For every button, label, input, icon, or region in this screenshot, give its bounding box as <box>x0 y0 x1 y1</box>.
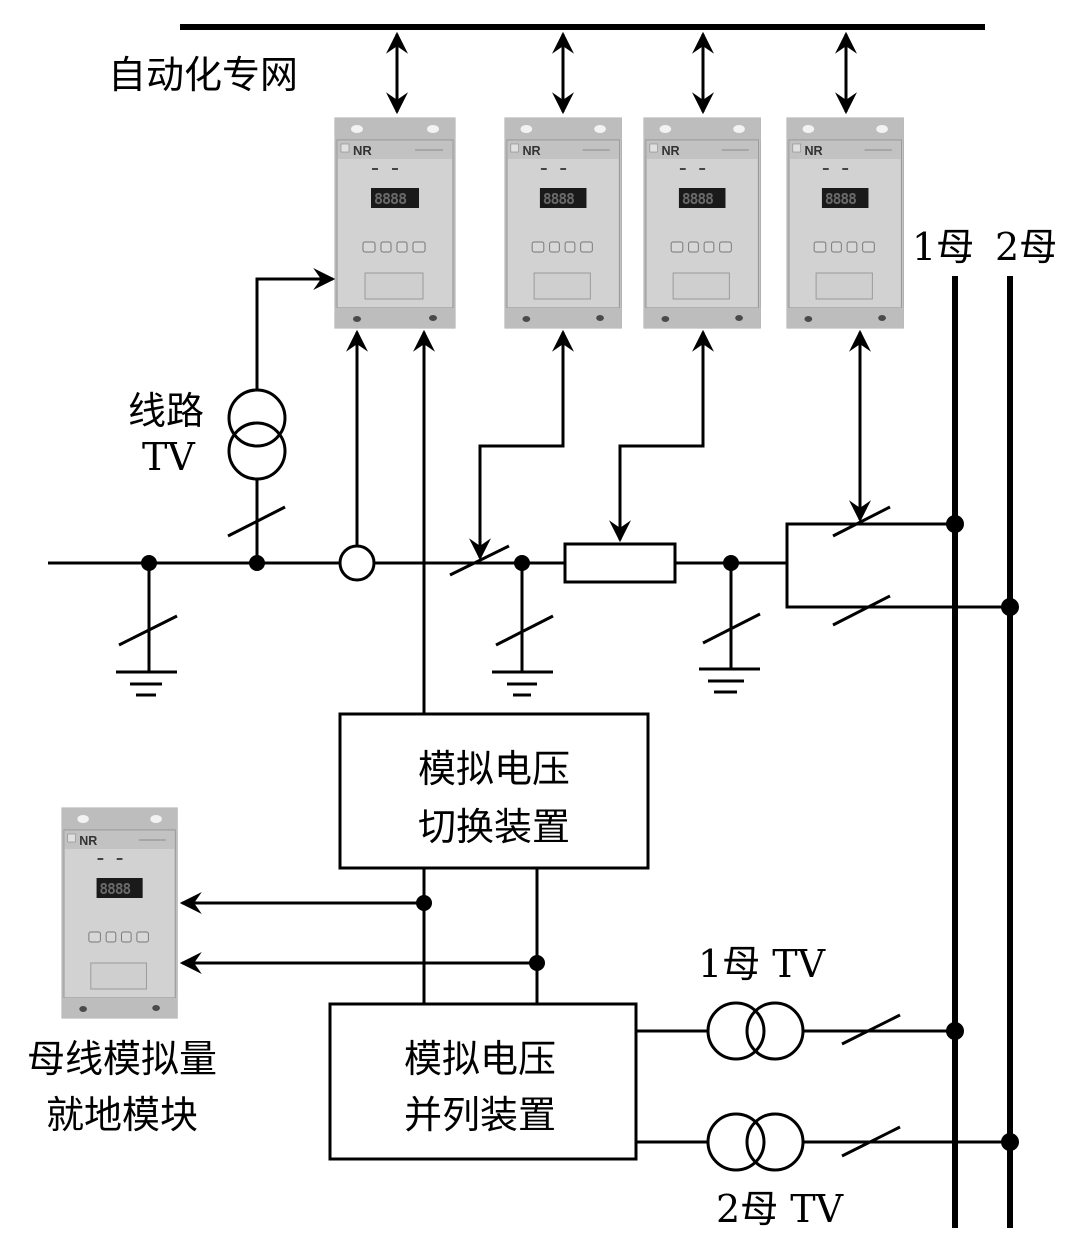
device-logo: NR <box>804 143 822 158</box>
local-module-label-1: 母线模拟量 <box>27 1037 217 1081</box>
parallel-device-label-2: 并列装置 <box>404 1093 556 1137</box>
device-logo: NR <box>79 833 97 848</box>
bus-2-tv-label: 2母 TV <box>716 1187 844 1231</box>
ground-switch-1 <box>116 555 178 697</box>
line-tv-label-2: TV <box>142 435 195 479</box>
network-label: 自动化专网 <box>108 53 298 97</box>
switch-device-label-2: 切换装置 <box>418 805 570 849</box>
bus-1-tv <box>636 1001 964 1061</box>
circuit-breaker <box>563 329 714 584</box>
disconnector-1 <box>449 329 574 577</box>
line-tv <box>227 268 336 571</box>
device-logo: NR <box>661 143 679 158</box>
bus-2-tv <box>636 1112 1019 1172</box>
bus-1-label: 1母 <box>912 225 974 269</box>
device-module-3: NR 8888 <box>643 117 762 329</box>
local-module-label-2: 就地模块 <box>46 1093 198 1137</box>
switch-device-label-1: 模拟电压 <box>418 747 570 791</box>
parallel-device-label-1: 模拟电压 <box>404 1037 556 1081</box>
device-display: 8888 <box>682 191 713 208</box>
bus-1-tv-label: 1母 TV <box>698 942 826 986</box>
device-display: 8888 <box>99 881 130 898</box>
ground-switch-2 <box>492 555 554 697</box>
device-display: 8888 <box>825 191 856 208</box>
device-logo: NR <box>353 143 372 158</box>
bus-disconnectors <box>785 329 1019 627</box>
local-module-connections <box>179 868 545 1004</box>
voltage-switching-device <box>338 712 650 870</box>
line-tv-label-1: 线路 <box>128 389 204 433</box>
current-transformer <box>338 329 376 582</box>
voltage-parallel-device <box>328 1002 638 1161</box>
device-module-2: NR 8888 <box>504 117 623 329</box>
device-local-module: NR 8888 <box>61 807 178 1019</box>
device-logo: NR <box>522 143 540 158</box>
device-module-1: NR 8888 <box>334 117 456 329</box>
device-display: 8888 <box>543 191 574 208</box>
ground-switch-3 <box>699 555 761 694</box>
device-module-4: NR 8888 <box>786 117 905 329</box>
device-display: 8888 <box>374 190 407 208</box>
bus-2-label: 2母 <box>995 225 1057 269</box>
